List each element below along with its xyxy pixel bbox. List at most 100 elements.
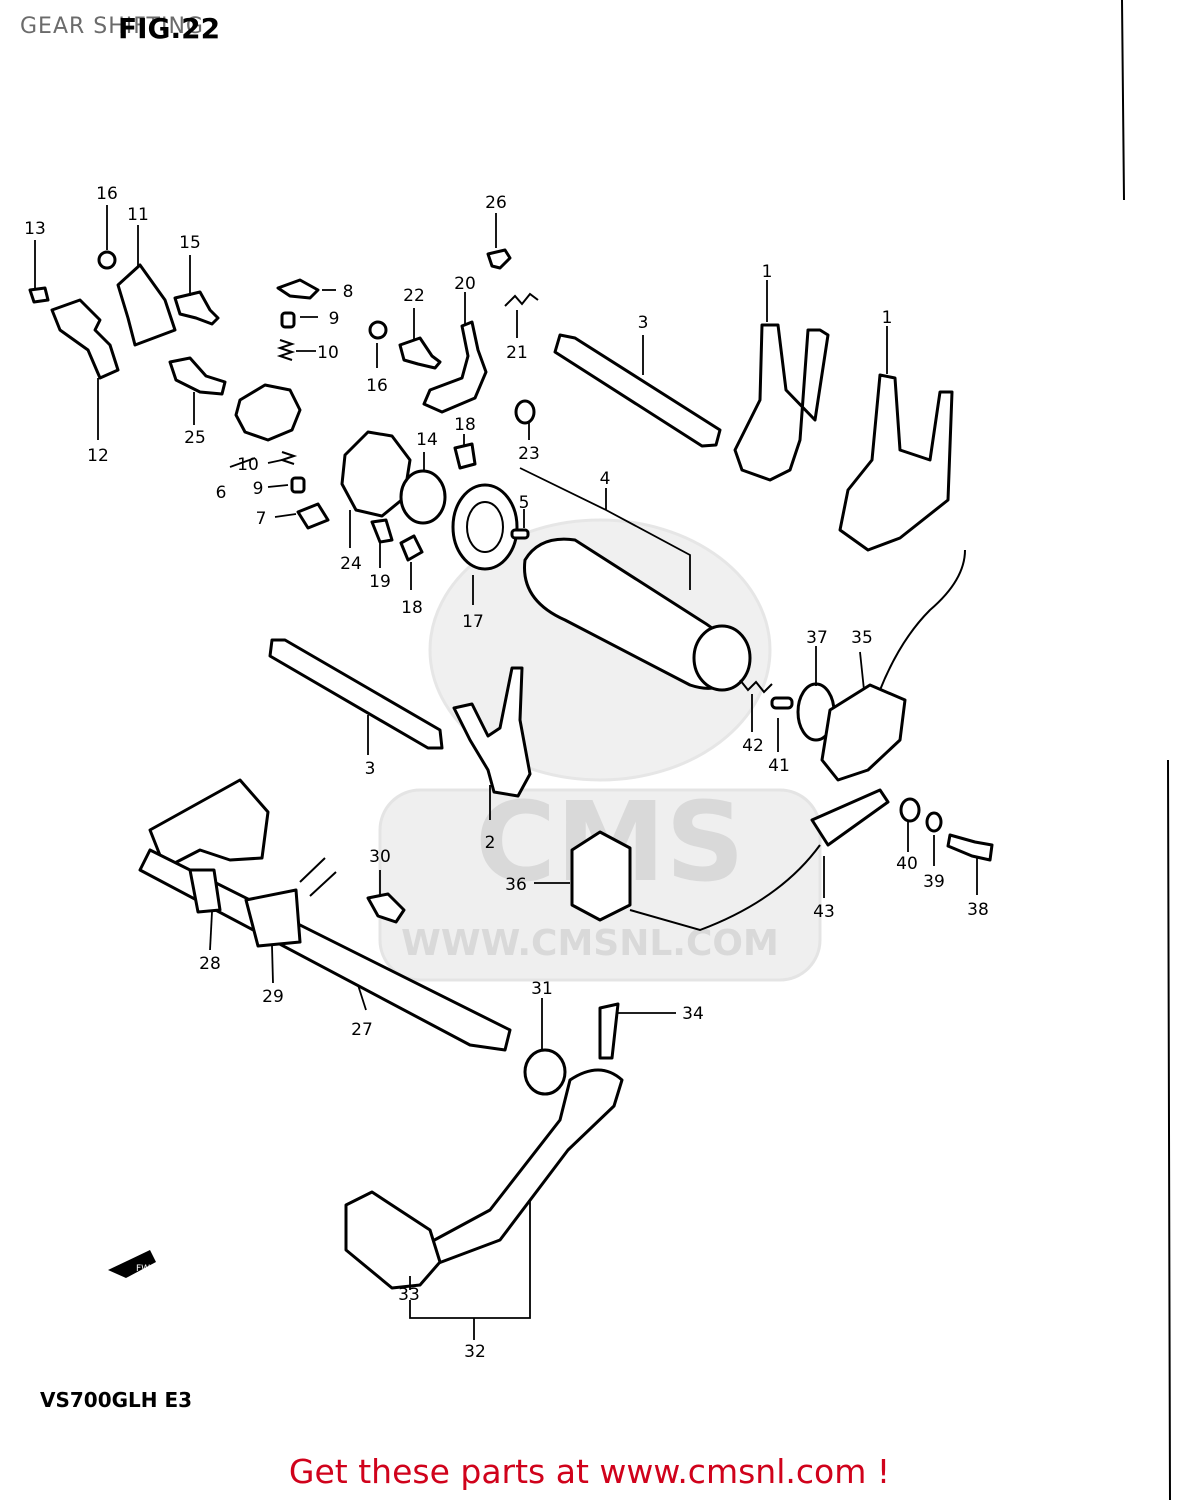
shift-arm-plate [148,778,270,870]
part-label-10: 10 [237,455,259,475]
part-label-17: 17 [462,612,484,632]
shift-fork [733,323,830,482]
part-label-27: 27 [351,1020,373,1040]
part-label-1: 1 [882,308,893,328]
part-label-2: 2 [485,833,496,853]
bearing [451,483,519,571]
pawl-spring [276,339,296,361]
stopper-plate [50,298,120,380]
nut [97,250,117,270]
part-label-32: 32 [464,1342,486,1362]
switch-lead-wire [879,549,966,691]
bolt [486,248,512,270]
part-label-25: 25 [184,428,206,448]
forward-arrow: FWD [108,1250,157,1278]
part-label-18: 18 [401,598,423,618]
wire-clamp [810,788,890,847]
page-title: GEAR SHIFTING [20,14,204,39]
fork-shaft [553,333,722,448]
nut [368,320,388,340]
part-label-23: 23 [518,444,540,464]
fork-shaft [268,638,444,750]
part-label-22: 22 [403,286,425,306]
washer [925,811,943,833]
cam-pin [168,356,227,396]
footer-link[interactable]: Get these parts at www.cmsnl.com ! [288,1452,891,1491]
part-label-15: 15 [179,233,201,253]
bracket-plate [116,263,177,347]
forward-label: FWD [136,1264,157,1274]
part-label-3: 3 [365,759,376,779]
screw [946,833,994,862]
stud-bolt [398,336,442,370]
part-label-40: 40 [896,854,918,874]
return-spring [504,292,539,307]
part-label-11: 11 [127,205,149,225]
stud-bolt [173,290,220,326]
guide-screw [370,518,394,544]
part-label-33: 33 [398,1285,420,1305]
part-label-7: 7 [256,509,267,529]
part-number-labels: 1 1 2 3 3 4 5 6 7 8 9 9 10 10 11 12 13 1… [24,184,989,1362]
bolt [598,1002,620,1060]
washer [899,797,921,823]
washer [399,534,424,562]
model-code: VS700GLH E3 [40,1388,193,1412]
part-label-28: 28 [199,954,221,974]
bearing-inner-race [466,501,504,553]
part-label-30: 30 [369,847,391,867]
part-label-37: 37 [806,628,828,648]
part-label-4: 4 [600,469,611,489]
part-label-3: 3 [638,313,649,333]
part-label-39: 39 [923,872,945,892]
part-label-8: 8 [343,282,354,302]
part-label-19: 19 [369,572,391,592]
pawl-pin [280,311,296,329]
part-label-18: 18 [454,415,476,435]
part-label-16: 16 [366,376,388,396]
washer [453,442,477,470]
switch-cover [570,830,632,922]
o-ring [399,469,447,525]
clamp-wire [629,844,821,932]
part-label-13: 13 [24,219,46,239]
plug [366,892,406,924]
part-label-10: 10 [317,343,339,363]
part-label-5: 5 [519,493,530,513]
gearshift-shaft [138,848,512,1052]
pawl-spring [278,451,298,465]
washer [188,868,222,914]
cam-stopper [296,502,330,530]
part-label-12: 12 [87,446,109,466]
return-spring-coil [244,888,302,948]
part-label-43: 43 [813,902,835,922]
part-label-16: 16 [96,184,118,204]
part-label-26: 26 [485,193,507,213]
leader-lines [34,205,978,1340]
part-label-20: 20 [454,274,476,294]
cam-guide [340,430,412,518]
part-label-41: 41 [768,756,790,776]
part-label-6: 6 [216,483,227,503]
cam-stopper-arm [422,320,488,414]
part-label-31: 31 [531,979,553,999]
screw [28,286,50,304]
shift-fork-small [452,666,532,798]
cam-end [692,624,752,692]
part-label-9: 9 [253,479,264,499]
part-label-14: 14 [416,430,438,450]
switch-contact [770,696,794,710]
watermark-url: WWW.CMSNL.COM [401,923,779,964]
contact-spring [739,679,773,694]
part-label-1: 1 [762,262,773,282]
part-label-24: 24 [340,554,362,574]
pawl [276,278,320,300]
gearshift-cam-stopper [234,383,302,442]
gear-position-switch [820,683,907,782]
part-label-36: 36 [505,875,527,895]
part-label-42: 42 [742,736,764,756]
lever-rubber [344,1190,442,1290]
pawl-pin [290,476,306,494]
shift-fork [838,373,954,552]
